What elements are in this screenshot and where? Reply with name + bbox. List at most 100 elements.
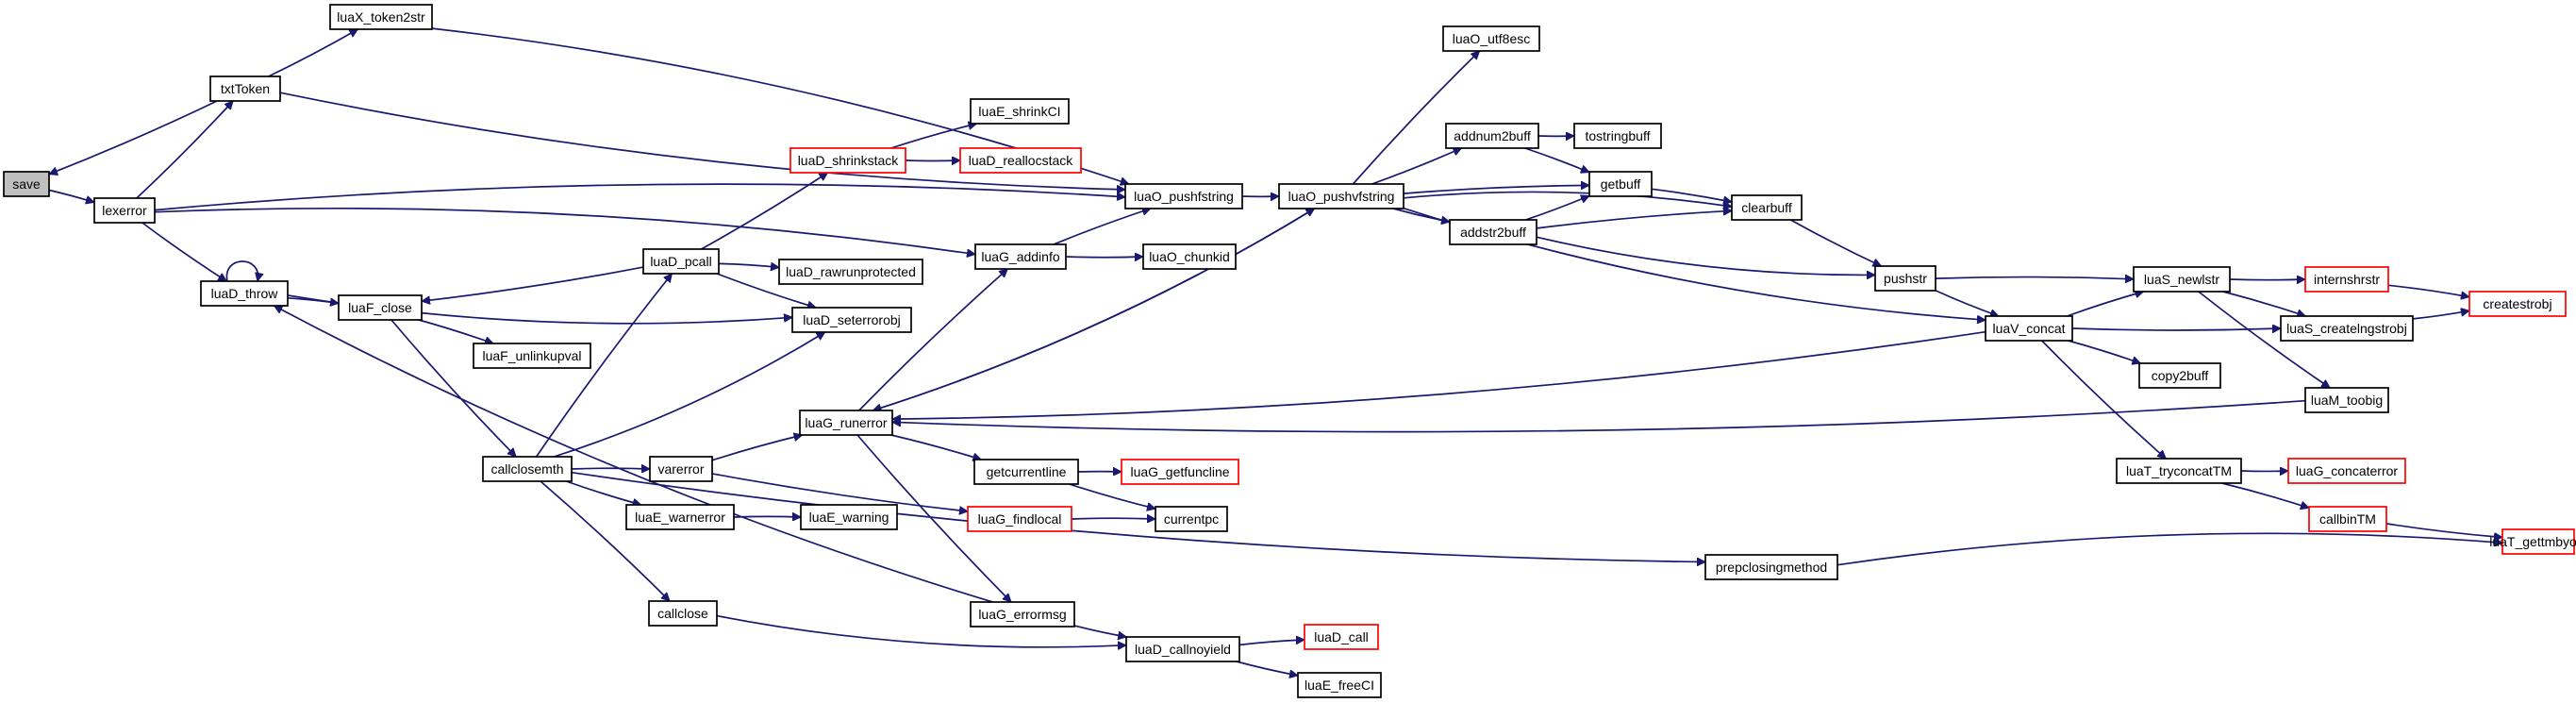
node-luaD_seterrorobj[interactable]: luaD_seterrorobj xyxy=(791,307,912,333)
node-luaD_shrinkstack[interactable]: luaD_shrinkstack xyxy=(789,147,906,174)
node-box-prepclosingmethod[interactable] xyxy=(1704,554,1838,580)
node-luaM_toobig[interactable]: luaM_toobig xyxy=(2304,387,2389,413)
node-callbinTM[interactable]: callbinTM xyxy=(2308,506,2387,532)
node-lexerror[interactable]: lexerror xyxy=(93,197,156,224)
node-box-currentpc[interactable] xyxy=(1155,506,1228,532)
node-getcurrentline[interactable]: getcurrentline xyxy=(973,459,1079,485)
node-luaS_newlstr[interactable]: luaS_newlstr xyxy=(2133,266,2231,293)
node-tostringbuff[interactable]: tostringbuff xyxy=(1573,123,1662,149)
node-box-luaO_utf8esc[interactable] xyxy=(1442,25,1540,52)
node-addstr2buff[interactable]: addstr2buff xyxy=(1449,219,1537,245)
node-box-clearbuff[interactable] xyxy=(1731,194,1803,221)
node-box-luaO_pushfstring[interactable] xyxy=(1124,183,1243,209)
node-box-luaF_close[interactable] xyxy=(338,294,423,321)
node-box-luaG_concaterror[interactable] xyxy=(2287,458,2406,484)
node-box-luaF_unlinkupval[interactable] xyxy=(473,343,591,369)
node-box-luaM_toobig[interactable] xyxy=(2304,387,2389,413)
node-luaE_shrinkCI[interactable]: luaE_shrinkCI xyxy=(970,98,1070,125)
node-box-addnum2buff[interactable] xyxy=(1445,123,1539,149)
node-luaT_trycatTM[interactable]: luaT_tryconcatTM xyxy=(2116,458,2242,484)
node-box-luaD_throw[interactable] xyxy=(200,280,289,307)
node-luaF_unlinkupval[interactable]: luaF_unlinkupval xyxy=(473,343,591,369)
node-box-createstrobj[interactable] xyxy=(2468,291,2567,317)
node-box-getcurrentline[interactable] xyxy=(973,459,1079,485)
node-box-pushstr[interactable] xyxy=(1874,265,1936,292)
node-createstrobj[interactable]: createstrobj xyxy=(2468,291,2567,317)
node-box-internshrstr[interactable] xyxy=(2304,266,2389,293)
node-luaS_createlngstrobj[interactable]: luaS_createlngstrobj xyxy=(2280,315,2414,342)
node-box-luaE_freeCI[interactable] xyxy=(1297,672,1382,698)
node-currentpc[interactable]: currentpc xyxy=(1155,506,1228,532)
node-box-addstr2buff[interactable] xyxy=(1449,219,1537,245)
node-luaG_concaterror[interactable]: luaG_concaterror xyxy=(2287,458,2406,484)
node-box-callclosemth[interactable] xyxy=(482,456,573,482)
node-box-callbinTM[interactable] xyxy=(2308,506,2387,532)
node-box-save[interactable] xyxy=(3,171,50,197)
node-luaE_warning[interactable]: luaE_warning xyxy=(800,504,898,530)
node-save[interactable]: save xyxy=(3,171,50,197)
node-luaE_warnerror[interactable]: luaE_warnerror xyxy=(625,504,735,530)
node-box-luaE_warning[interactable] xyxy=(800,504,898,530)
node-box-varerror[interactable] xyxy=(649,456,713,482)
node-box-getbuff[interactable] xyxy=(1588,171,1653,197)
node-luaO_pushvfstring[interactable]: luaO_pushvfstring xyxy=(1278,183,1404,209)
node-box-luaT_gettmbyobj[interactable] xyxy=(2501,528,2575,555)
node-txtToken[interactable]: txtToken xyxy=(209,75,281,102)
node-callclosemth[interactable]: callclosemth xyxy=(482,456,573,482)
node-box-luaT_trycatTM[interactable] xyxy=(2116,458,2242,484)
node-luaD_pcall[interactable]: luaD_pcall xyxy=(642,248,720,275)
node-luaE_freeCI[interactable]: luaE_freeCI xyxy=(1297,672,1382,698)
node-box-luaS_createlngstrobj[interactable] xyxy=(2280,315,2414,342)
node-box-luaG_addinfo[interactable] xyxy=(974,243,1067,270)
node-luaV_concat[interactable]: luaV_concat xyxy=(1985,315,2073,342)
node-varerror[interactable]: varerror xyxy=(649,456,713,482)
node-box-luaD_shrinkstack[interactable] xyxy=(789,147,906,174)
node-luaD_reallocstack[interactable]: luaD_reallocstack xyxy=(959,147,1082,174)
node-callclose[interactable]: callclose xyxy=(648,600,718,627)
node-box-luaG_findlocal[interactable] xyxy=(967,506,1072,532)
node-luaD_throw[interactable]: luaD_throw xyxy=(200,280,289,307)
node-prepclosingmethod[interactable]: prepclosingmethod xyxy=(1704,554,1838,580)
node-luaF_close[interactable]: luaF_close xyxy=(338,294,423,321)
node-getbuff[interactable]: getbuff xyxy=(1588,171,1653,197)
node-luaO_utf8esc[interactable]: luaO_utf8esc xyxy=(1442,25,1540,52)
node-box-luaS_newlstr[interactable] xyxy=(2133,266,2231,293)
node-box-callclose[interactable] xyxy=(648,600,718,627)
node-box-luaD_seterrorobj[interactable] xyxy=(791,307,912,333)
node-luaD_call[interactable]: luaD_call xyxy=(1304,624,1379,650)
node-clearbuff[interactable]: clearbuff xyxy=(1731,194,1803,221)
node-luaO_chunkid[interactable]: luaO_chunkid xyxy=(1142,243,1237,270)
node-luaT_gettmbyobj[interactable]: luaT_gettmbyobj xyxy=(2489,528,2576,555)
node-box-tostringbuff[interactable] xyxy=(1573,123,1662,149)
node-box-copy2buff[interactable] xyxy=(2138,362,2221,389)
node-box-luaV_concat[interactable] xyxy=(1985,315,2073,342)
node-luaG_runerror[interactable]: luaG_runerror xyxy=(799,410,893,436)
node-box-luaD_pcall[interactable] xyxy=(642,248,720,275)
node-box-luaG_runerror[interactable] xyxy=(799,410,893,436)
node-box-luaE_warnerror[interactable] xyxy=(625,504,735,530)
node-box-lexerror[interactable] xyxy=(93,197,156,224)
node-box-luaO_pushvfstring[interactable] xyxy=(1278,183,1404,209)
node-luaD_callnoyield[interactable]: luaD_callnoyield xyxy=(1125,636,1240,662)
node-box-luaG_getfuncline[interactable] xyxy=(1121,459,1239,485)
node-box-luaD_reallocstack[interactable] xyxy=(959,147,1082,174)
node-luaD_rawrunprotected[interactable]: luaD_rawrunprotected xyxy=(778,259,923,285)
node-internshrstr[interactable]: internshrstr xyxy=(2304,266,2389,293)
node-luaG_addinfo[interactable]: luaG_addinfo xyxy=(974,243,1067,270)
node-box-luaO_chunkid[interactable] xyxy=(1142,243,1237,270)
node-luaO_pushfstring[interactable]: luaO_pushfstring xyxy=(1124,183,1243,209)
node-copy2buff[interactable]: copy2buff xyxy=(2138,362,2221,389)
node-box-luaD_callnoyield[interactable] xyxy=(1125,636,1240,662)
node-luaG_getfuncline[interactable]: luaG_getfuncline xyxy=(1121,459,1239,485)
node-addnum2buff[interactable]: addnum2buff xyxy=(1445,123,1539,149)
node-luaG_findlocal[interactable]: luaG_findlocal xyxy=(967,506,1072,532)
node-box-luaG_errormsg[interactable] xyxy=(970,601,1075,628)
node-luaG_errormsg[interactable]: luaG_errormsg xyxy=(970,601,1075,628)
node-luaX_token2str[interactable]: luaX_token2str xyxy=(329,4,433,30)
node-box-txtToken[interactable] xyxy=(209,75,281,102)
node-box-luaE_shrinkCI[interactable] xyxy=(970,98,1070,125)
node-box-luaD_call[interactable] xyxy=(1304,624,1379,650)
node-pushstr[interactable]: pushstr xyxy=(1874,265,1936,292)
node-box-luaX_token2str[interactable] xyxy=(329,4,433,30)
node-box-luaD_rawrunprotected[interactable] xyxy=(778,259,923,285)
